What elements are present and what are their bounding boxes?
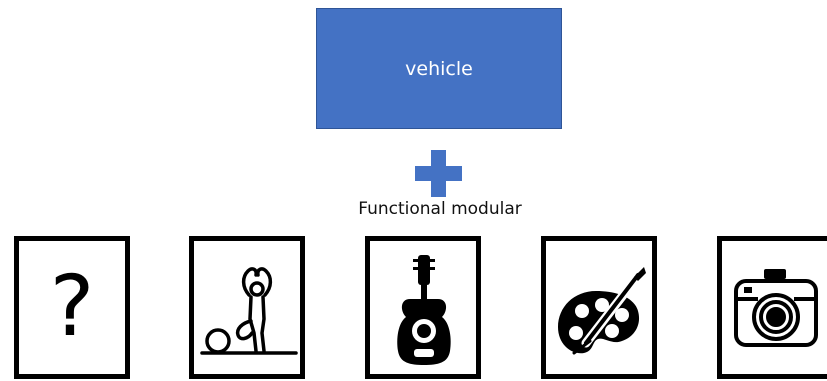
module-card-music (365, 236, 481, 379)
vehicle-label: vehicle (405, 57, 473, 80)
module-card-photography (717, 236, 827, 379)
module-card-unknown: ? (14, 236, 130, 379)
camera-icon (734, 269, 818, 347)
dance-ball-icon (200, 267, 298, 355)
caption: Functional modular (358, 199, 522, 219)
module-card-dance (189, 236, 305, 379)
plus-icon (415, 150, 462, 197)
vehicle-box: vehicle (316, 8, 562, 129)
paint-palette-icon (558, 267, 646, 355)
module-card-painting (541, 236, 657, 379)
question-mark-icon: ? (49, 257, 95, 355)
guitar-icon (397, 255, 451, 365)
